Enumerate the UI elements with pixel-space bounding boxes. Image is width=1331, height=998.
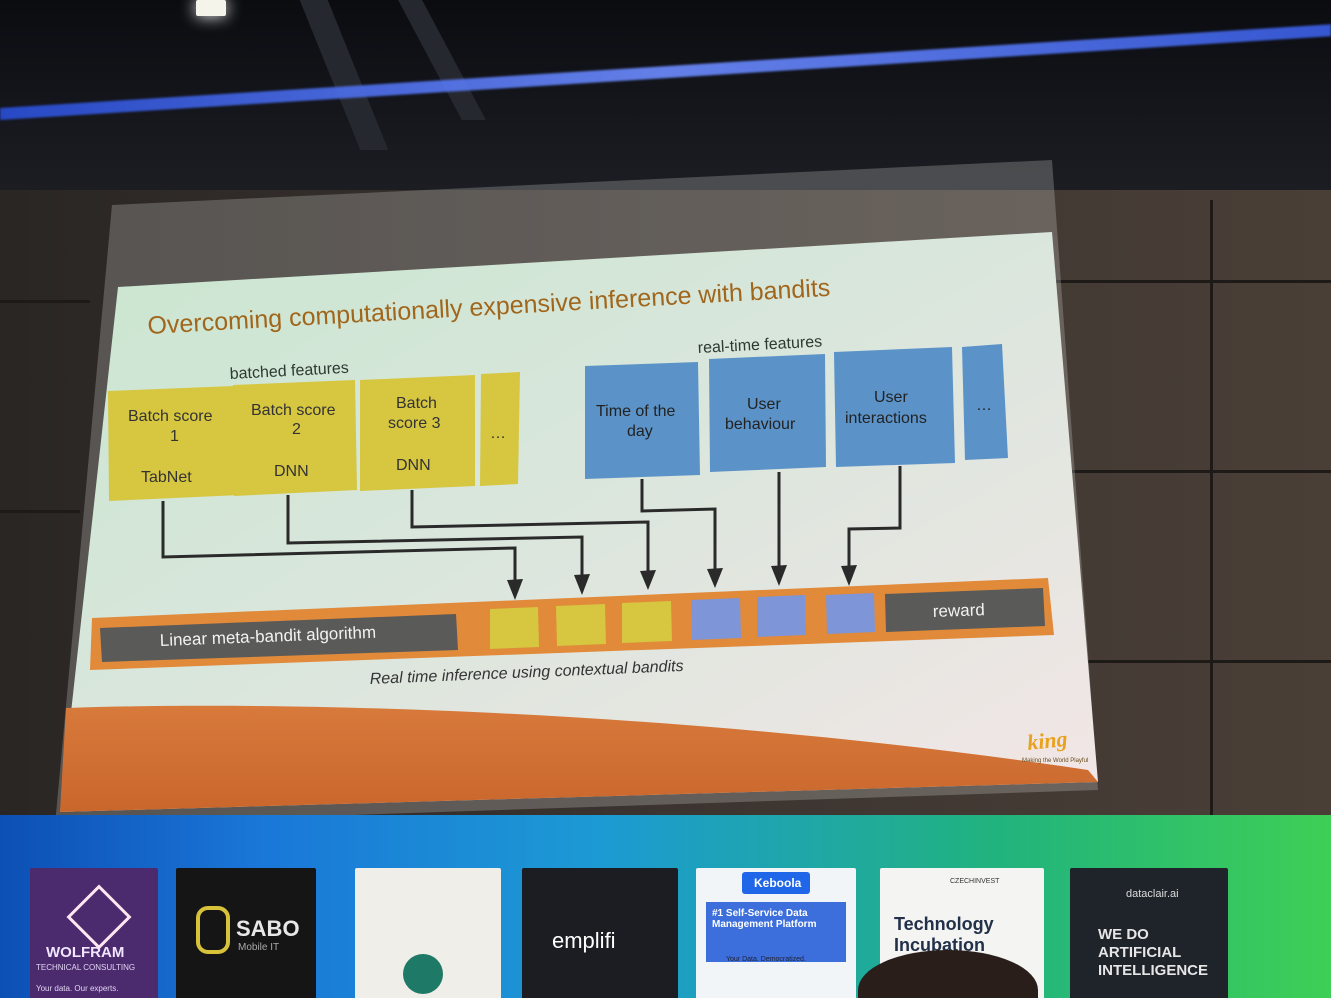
batch-square-2 — [556, 604, 606, 646]
connector-lines — [161, 466, 902, 596]
banner-plain-logo-icon — [403, 954, 443, 994]
banner-dataclair: dataclair.ai WE DO ARTIFICIAL INTELLIGEN… — [1070, 868, 1228, 998]
banner-emplifi-name: emplifi — [552, 928, 616, 953]
banner-keboola-sub: #1 Self-Service Data Management Platform — [712, 908, 817, 930]
realtime-box-1: Time of the day — [585, 362, 700, 479]
wall-line — [0, 300, 90, 303]
batch-box-2-model: DNN — [274, 463, 309, 480]
banner-wolfram-name: WOLFRAM — [46, 944, 125, 961]
batch-box-1-line2: 1 — [170, 428, 179, 445]
realtime-box-1-line1: Time of the — [596, 403, 676, 420]
wall-line — [1210, 200, 1213, 820]
algorithm-block — [100, 614, 458, 662]
banner-dataclair-sub: WE DO ARTIFICIAL INTELLIGENCE — [1098, 926, 1209, 979]
realtime-square-3 — [826, 593, 875, 634]
batch-square-1 — [490, 607, 539, 649]
wolfram-star-icon — [66, 884, 132, 950]
banner-sabo-sub: Mobile IT — [238, 942, 280, 953]
realtime-features-label: real-time features — [697, 334, 822, 357]
batch-box-2-line2: 2 — [292, 421, 301, 438]
batch-box-more: … — [480, 372, 520, 486]
sabo-logo-icon — [196, 906, 230, 954]
batch-box-more-ellipsis: … — [490, 425, 506, 442]
banner-wolfram-sub: TECHNICAL CONSULTING — [36, 963, 136, 972]
realtime-square-1 — [691, 598, 741, 640]
batch-box-1-line1: Batch score — [128, 408, 213, 425]
batch-box-3-line1: Batch — [396, 395, 437, 412]
batch-box-1-model: TabNet — [141, 469, 192, 486]
banner-keboola-name: Keboola — [754, 876, 802, 890]
realtime-square-2 — [757, 595, 806, 637]
batched-features-label: batched features — [229, 360, 349, 383]
banner-emplifi: emplifi — [522, 868, 678, 998]
batch-box-2-line1: Batch score — [251, 402, 336, 419]
banner-keboola-extra: Your Data. Democratized. — [726, 956, 806, 963]
banner-sabo: SABO Mobile IT — [176, 868, 316, 998]
banner-plain — [355, 868, 501, 998]
wall-line — [1055, 280, 1331, 283]
banner-sabo-name: SABO — [236, 916, 300, 941]
batch-box-3: Batch score 3 DNN — [360, 375, 475, 491]
batch-square-3 — [622, 601, 672, 643]
keboola-logo-box — [742, 872, 810, 894]
king-logo-tagline: Making the World Playful — [1022, 758, 1088, 764]
banner-keboola: Keboola #1 Self-Service Data Management … — [696, 868, 856, 998]
wall-line — [1055, 660, 1331, 663]
reward-block — [885, 588, 1045, 632]
realtime-box-more: … — [962, 344, 1008, 460]
wall-line — [1055, 470, 1331, 473]
wall-line — [0, 510, 80, 513]
arrow-heads — [507, 565, 857, 600]
banner-wolfram: WOLFRAM TECHNICAL CONSULTING Your data. … — [30, 868, 158, 998]
batch-box-2: Batch score 2 DNN — [233, 380, 357, 496]
batch-box-3-model: DNN — [396, 457, 431, 474]
slide-footer — [60, 705, 1098, 812]
ceiling-light — [196, 0, 226, 16]
banner-ti-sub: CZECHINVEST — [950, 878, 1000, 885]
realtime-box-2-line1: User — [747, 396, 781, 413]
keboola-headline-box — [706, 902, 846, 962]
banner-wolfram-extra: Your data. Our experts. — [36, 984, 119, 993]
realtime-box-2: User behaviour — [709, 354, 826, 472]
realtime-box-2-line2: behaviour — [725, 416, 796, 433]
king-logo-text: king — [1026, 726, 1069, 755]
king-logo: king Making the World Playful — [1022, 726, 1088, 764]
realtime-box-3: User interactions — [834, 347, 955, 467]
reward-label: reward — [932, 600, 985, 621]
realtime-box-more-ellipsis: … — [976, 397, 992, 414]
realtime-box-1-line2: day — [627, 423, 653, 440]
banner-dataclair-name: dataclair.ai — [1126, 888, 1179, 900]
batch-box-3-line2: score 3 — [388, 415, 441, 432]
realtime-box-3-line1: User — [874, 389, 908, 406]
realtime-box-3-line2: interactions — [845, 410, 927, 427]
batch-box-1: Batch score 1 TabNet — [108, 386, 240, 501]
